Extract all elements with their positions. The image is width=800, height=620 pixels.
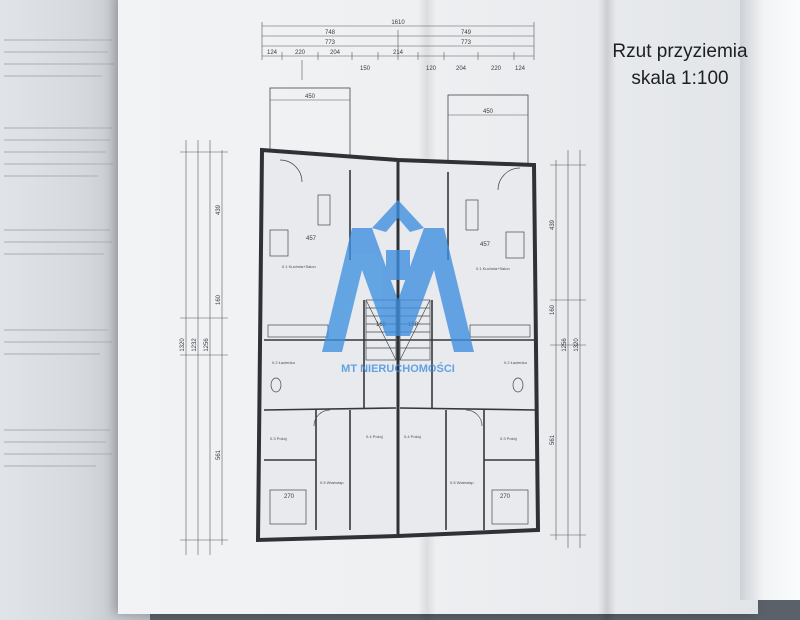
room-label: 0.5 Wiatrołap: [450, 480, 474, 485]
building-walls: [255, 147, 541, 543]
dim-right-half: 749: [461, 30, 472, 36]
paper-edge: [740, 0, 800, 600]
dim-chain-segments: 124 220 204 150 214 120 204 220 124: [267, 50, 526, 72]
room-label: 0.4 Pokój: [404, 434, 421, 439]
dim-height: 1232: [192, 338, 198, 352]
dim-segment: 124: [267, 50, 278, 56]
dim-segment: 220: [295, 50, 306, 56]
dim-segment: 214: [393, 50, 404, 56]
dim-segment: 150: [360, 66, 371, 72]
dim-left-inner: 773: [325, 40, 336, 46]
paper-fold: [598, 0, 616, 620]
interior-dim: 168: [376, 322, 387, 328]
room-label: 0.2 Łazienka: [504, 360, 527, 365]
scale-line: skala 1:100: [631, 68, 729, 89]
dim-segment: 120: [426, 66, 437, 72]
room-labels: 0.1 Kuchnia+Salon 0.1 Kuchnia+Salon 0.2 …: [270, 264, 527, 485]
watermark-text: MT NIERUCHOMOŚCI: [341, 362, 455, 375]
dim-height: 439: [216, 204, 222, 215]
dim-total: 1610: [391, 20, 405, 26]
drawing-title: Rzut przyziemia skala 1:100: [600, 38, 760, 92]
background-document-text: [4, 39, 114, 467]
dim-segment: 124: [515, 66, 526, 72]
dim-left-half: 748: [325, 30, 336, 36]
room-label: 0.3 Pokój: [270, 436, 287, 441]
room-label: 0.4 Pokój: [366, 434, 383, 439]
interior-dim: 270: [284, 494, 295, 500]
dim-terrace-left: 450: [305, 94, 316, 100]
watermark-logo: [322, 200, 474, 352]
dim-height: 160: [550, 304, 556, 315]
fixtures: [267, 159, 531, 525]
room-label: 0.3 Pokój: [500, 436, 517, 441]
dim-height: 1256: [562, 338, 568, 352]
dim-segment: 204: [330, 50, 341, 56]
dim-height-total: 1320: [180, 338, 186, 352]
dim-terrace-right: 450: [483, 109, 494, 115]
dim-right-inner: 773: [461, 40, 472, 46]
room-label: 0.5 Wiatrołap: [320, 480, 344, 485]
room-label: 0.2 Łazienka: [272, 360, 295, 365]
dim-height: 160: [216, 294, 222, 305]
dim-height: 439: [550, 219, 556, 230]
dim-height: 1256: [204, 338, 210, 352]
room-label: 0.1 Kuchnia+Salon: [476, 266, 510, 271]
dim-height: 561: [216, 449, 222, 460]
room-label: 0.1 Kuchnia+Salon: [282, 264, 316, 269]
interior-dim: 270: [500, 494, 511, 500]
dim-height-total: 1320: [574, 338, 580, 352]
interior-dim: 457: [480, 242, 491, 248]
dim-segment: 220: [491, 66, 502, 72]
floor-plan: 1610 748 749 773 773 124 220 204 150 214…: [180, 20, 586, 555]
dim-height: 561: [550, 434, 556, 445]
dim-segment: 204: [456, 66, 467, 72]
title-line: Rzut przyziemia: [612, 41, 748, 62]
interior-dim: 457: [306, 236, 317, 242]
